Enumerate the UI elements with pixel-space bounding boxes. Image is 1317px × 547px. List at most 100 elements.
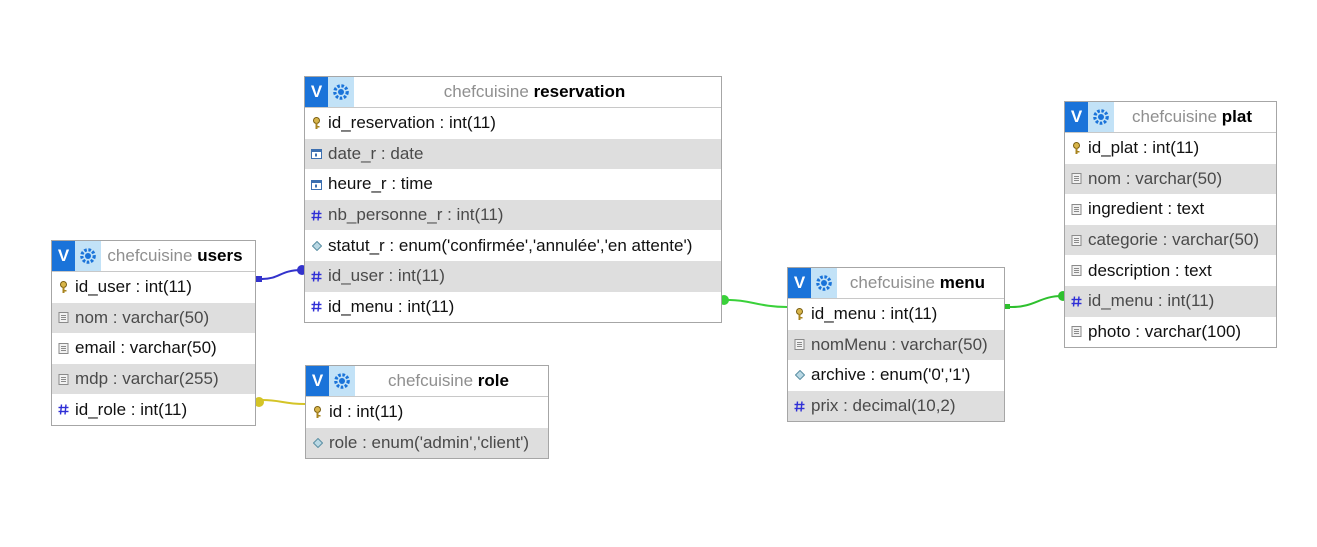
table-name: reservation (533, 82, 626, 101)
number-icon (311, 301, 322, 312)
number-icon (794, 401, 805, 412)
table-column[interactable]: ingredient : text (1065, 194, 1276, 225)
table-column[interactable]: id_menu : int(11) (1065, 285, 1276, 317)
table-header[interactable]: V chefcuisine plat (1065, 102, 1276, 133)
table-column[interactable]: archive : enum('0','1') (788, 360, 1004, 391)
table-column[interactable]: prix : decimal(10,2) (788, 390, 1004, 422)
gear-icon[interactable] (811, 268, 837, 298)
key-icon (1071, 141, 1082, 154)
table-title: chefcuisine plat (1114, 107, 1276, 127)
column-label: nom : varchar(50) (75, 307, 210, 327)
column-label: nom : varchar(50) (1088, 168, 1223, 188)
key-icon (311, 116, 322, 129)
column-label: nb_personne_r : int(11) (328, 205, 504, 225)
relation-reservation-menu[interactable] (722, 299, 788, 308)
database-name: chefcuisine (849, 273, 935, 292)
enum-icon (311, 240, 322, 251)
relation-end-dot (254, 397, 264, 407)
table-column[interactable]: mdp : varchar(255) (52, 363, 255, 395)
column-label: id_plat : int(11) (1088, 138, 1200, 158)
table-role[interactable]: V chefcuisine role id : int(11)role : en… (305, 365, 549, 460)
relation-end-square (256, 276, 262, 282)
table-column[interactable]: nomMenu : varchar(50) (788, 329, 1004, 361)
text-icon (58, 342, 69, 354)
table-column[interactable]: id_menu : int(11) (788, 299, 1004, 330)
table-title: chefcuisine menu (837, 273, 1004, 293)
column-label: photo : varchar(100) (1088, 321, 1242, 341)
text-icon (58, 373, 69, 385)
table-column[interactable]: nom : varchar(50) (1065, 163, 1276, 195)
text-icon (1071, 326, 1082, 338)
table-column[interactable]: id : int(11) (306, 397, 548, 428)
column-label: date_r : date (328, 143, 424, 163)
column-label: id_user : int(11) (75, 277, 192, 297)
table-reservation[interactable]: V chefcuisine reservation id_reservation… (304, 76, 722, 324)
table-header[interactable]: V chefcuisine role (306, 366, 548, 397)
gear-icon[interactable] (1088, 102, 1114, 132)
enum-icon (794, 370, 805, 381)
table-users[interactable]: V chefcuisine users id_user : int(11) nom… (51, 240, 256, 426)
time-icon (311, 179, 322, 190)
column-label: id_reservation : int(11) (328, 113, 496, 133)
text-icon (1071, 265, 1082, 277)
column-label: mdp : varchar(255) (75, 369, 219, 389)
table-column[interactable]: id_role : int(11) (52, 394, 255, 425)
column-label: id_menu : int(11) (328, 296, 455, 316)
table-column[interactable]: role : enum('admin','client') (306, 427, 548, 459)
table-name: users (197, 246, 243, 265)
table-title: chefcuisine users (101, 246, 255, 266)
table-column[interactable]: id_user : int(11) (52, 272, 255, 303)
table-column[interactable]: photo : varchar(100) (1065, 317, 1276, 348)
table-header[interactable]: V chefcuisine users (52, 241, 255, 272)
text-icon (58, 312, 69, 324)
table-column[interactable]: description : text (1065, 255, 1276, 286)
table-column[interactable]: email : varchar(50) (52, 333, 255, 364)
table-menu[interactable]: V chefcuisine menu id_menu : int(11) nomM… (787, 267, 1005, 423)
table-header[interactable]: V chefcuisine reservation (305, 77, 721, 108)
toggle-columns-button[interactable]: V (306, 366, 329, 396)
gear-icon[interactable] (328, 77, 354, 107)
column-label: archive : enum('0','1') (811, 365, 971, 385)
toggle-columns-button[interactable]: V (52, 241, 75, 271)
toggle-columns-button[interactable]: V (1065, 102, 1088, 132)
table-column[interactable]: categorie : varchar(50) (1065, 224, 1276, 256)
column-label: id_menu : int(11) (811, 304, 938, 324)
column-label: id_role : int(11) (75, 399, 188, 419)
table-column[interactable]: statut_r : enum('confirmée','annulée','e… (305, 230, 721, 261)
table-column[interactable]: nom : varchar(50) (52, 302, 255, 334)
gear-icon[interactable] (329, 366, 355, 396)
relation-menu-plat[interactable] (1005, 295, 1063, 308)
table-name: menu (939, 273, 986, 292)
column-label: id_menu : int(11) (1088, 291, 1215, 311)
table-title: chefcuisine reservation (354, 82, 721, 102)
relation-end-square (1005, 304, 1010, 309)
table-name: role (477, 371, 509, 390)
column-label: ingredient : text (1088, 199, 1205, 219)
column-label: id_user : int(11) (328, 266, 445, 286)
table-column[interactable]: id_reservation : int(11) (305, 108, 721, 139)
table-column[interactable]: id_plat : int(11) (1065, 133, 1276, 164)
database-name: chefcuisine (388, 371, 474, 390)
table-header[interactable]: V chefcuisine menu (788, 268, 1004, 299)
table-plat[interactable]: V chefcuisine plat id_plat : int(11) nom … (1064, 101, 1277, 349)
toggle-columns-button[interactable]: V (305, 77, 328, 107)
table-name: plat (1221, 107, 1253, 126)
column-label: description : text (1088, 260, 1212, 280)
number-icon (1071, 296, 1082, 307)
table-title: chefcuisine role (355, 371, 548, 391)
relation-users-reservation[interactable] (256, 269, 303, 280)
text-icon (1071, 234, 1082, 246)
date-icon (311, 148, 322, 160)
table-column[interactable]: id_menu : int(11) (305, 292, 721, 323)
column-label: categorie : varchar(50) (1088, 230, 1260, 250)
toggle-columns-button[interactable]: V (788, 268, 811, 298)
table-column[interactable]: nb_personne_r : int(11) (305, 199, 721, 231)
table-column[interactable]: date_r : date (305, 138, 721, 170)
gear-icon[interactable] (75, 241, 101, 271)
column-label: email : varchar(50) (75, 338, 217, 358)
database-name: chefcuisine (443, 82, 529, 101)
number-icon (58, 404, 69, 415)
table-column[interactable]: heure_r : time (305, 169, 721, 200)
column-label: nomMenu : varchar(50) (811, 334, 988, 354)
table-column[interactable]: id_user : int(11) (305, 260, 721, 292)
